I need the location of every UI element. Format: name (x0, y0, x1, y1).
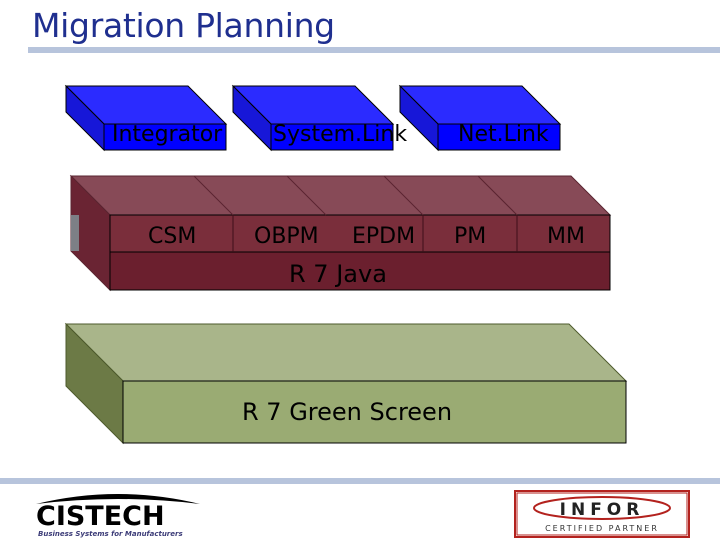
infor-logo-tagline: CERTIFIED PARTNER (545, 524, 659, 533)
module-csm: CSM (148, 224, 197, 249)
integrator-label: Integrator (112, 122, 223, 147)
maroon-layer (69, 174, 612, 292)
infor-logo-name: INFOR (560, 500, 645, 520)
module-obpm: OBPM (254, 224, 319, 249)
module-mm: MM (547, 224, 585, 249)
systemlink-label: System.Link (273, 122, 408, 147)
left-edge-block (71, 215, 79, 251)
footer-divider (0, 478, 720, 484)
module-epdm: EPDM (352, 224, 416, 249)
cistech-logo-tagline: Business Systems for Manufacturers (38, 530, 183, 538)
cistech-logo: CISTECH Business Systems for Manufacture… (36, 494, 200, 538)
r7-green-screen-label: R 7 Green Screen (242, 398, 453, 426)
blue-box-integrator (64, 84, 228, 152)
cistech-logo-name: CISTECH (36, 501, 165, 532)
infor-certified-logo: INFOR CERTIFIED PARTNER (514, 490, 690, 538)
title-divider (28, 47, 720, 53)
netlink-label: Net.Link (458, 122, 549, 147)
page-title: Migration Planning (32, 6, 335, 45)
green-layer (64, 322, 628, 445)
blue-box-netlink (398, 84, 562, 152)
r7-java-label: R 7 Java (289, 260, 387, 288)
module-pm: PM (454, 224, 487, 249)
blue-box-systemlink (231, 84, 395, 152)
